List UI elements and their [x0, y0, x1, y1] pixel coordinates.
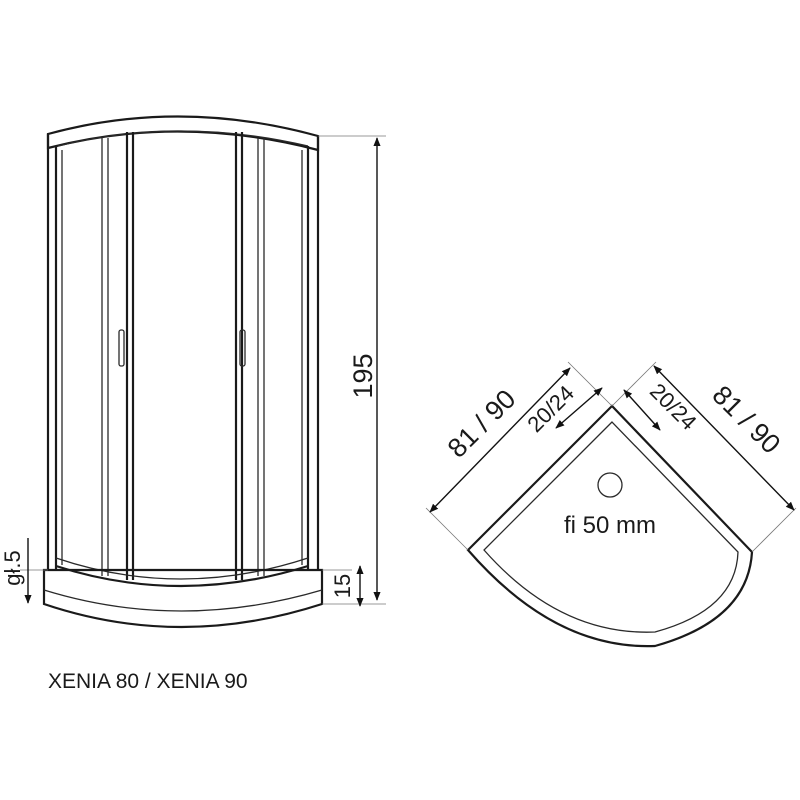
- top-frame: [46, 115, 320, 152]
- side-left-dimension: 81 / 90: [429, 367, 571, 513]
- tray-height-label: 15: [330, 574, 355, 598]
- side-right-dimension: 81 / 90: [653, 365, 795, 511]
- tray-outline-outer: [466, 404, 754, 648]
- height-label: 195: [348, 353, 378, 398]
- front-view: [42, 115, 324, 629]
- left-door-handle: [118, 329, 125, 367]
- tray-height-dimension: 15: [330, 565, 364, 607]
- shower-tray: [42, 568, 324, 629]
- side-left-label: 81 / 90: [442, 384, 522, 464]
- drain-label: fi 50 mm: [564, 512, 656, 539]
- depth-dimension: gł.5: [0, 538, 48, 604]
- tray-outline-inner: [483, 421, 739, 633]
- height-dimension: 195: [318, 135, 386, 605]
- depth-label: gł.5: [0, 550, 25, 585]
- corner-right-dimension: 20/24: [623, 378, 702, 435]
- drain-circle: [597, 472, 623, 498]
- right-door-handle: [239, 329, 246, 367]
- model-caption: XENIA 80 / XENIA 90: [48, 670, 248, 693]
- side-right-label: 81 / 90: [707, 380, 787, 460]
- top-view: fi 50 mm: [425, 361, 797, 648]
